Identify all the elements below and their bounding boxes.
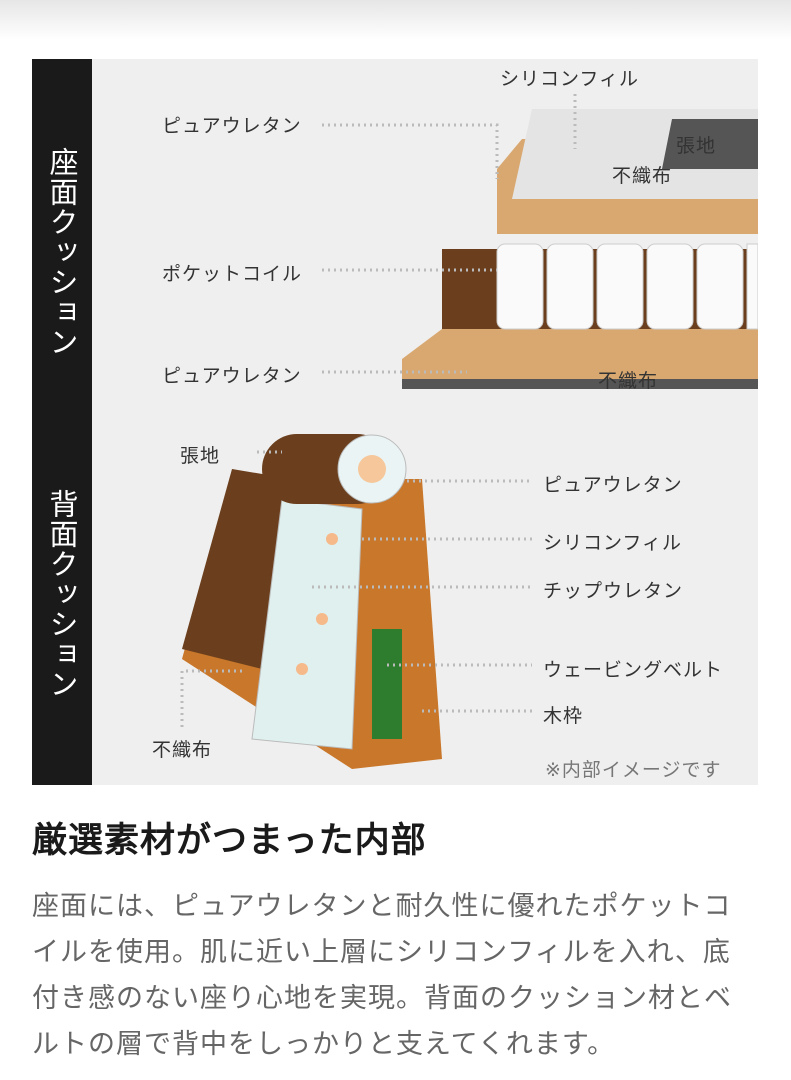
image-note: ※内部イメージです — [545, 759, 722, 781]
section-title: 厳選素材がつまった内部 — [32, 821, 427, 861]
back-upholstery — [182, 469, 292, 669]
cushion-illustration — [180, 94, 758, 769]
label-back-silicon-fill: シリコンフィル — [543, 532, 683, 554]
webbing-belt — [372, 629, 402, 739]
back-silicon-fill — [251, 498, 363, 750]
label-seat-silicon-fill: シリコンフィル — [500, 68, 640, 90]
header-shadow — [0, 0, 791, 40]
pocket-coils — [496, 243, 758, 330]
label-seat-nonwoven-bottom: 不織布 — [598, 370, 659, 392]
seat-bottom-nonwoven — [402, 379, 758, 389]
label-seat-pure-urethane-top: ピュアウレタン — [162, 115, 302, 137]
back-cushion-heading: 背面クッション — [45, 489, 79, 699]
label-webbing-belt: ウェービングベルト — [543, 659, 724, 681]
seat-upholstery-top — [662, 119, 758, 169]
leader-lines — [180, 94, 577, 727]
label-chip-urethane: チップウレタン — [543, 580, 684, 602]
diagram-sidebar: 座面クッション 背面クッション — [32, 59, 92, 785]
label-seat-pure-urethane-bottom: ピュアウレタン — [162, 365, 302, 387]
label-seat-upholstery: 張地 — [676, 135, 717, 157]
label-back-pure-urethane: ピュアウレタン — [543, 474, 683, 496]
label-pocket-coil: ポケットコイル — [162, 263, 303, 285]
label-back-upholstery: 張地 — [180, 445, 221, 467]
label-back-nonwoven: 不織布 — [152, 739, 213, 761]
cushion-structure-diagram: 座面クッション 背面クッション シリコンフィル ピュアウレタン 張地 不織布 ポ… — [32, 59, 758, 785]
section-body: 座面には、ピュアウレタンと耐久性に優れたポケットコイルを使用。肌に近い上層にシリ… — [32, 891, 732, 1060]
seat-cushion-heading: 座面クッション — [45, 147, 79, 357]
label-seat-nonwoven-top: 不織布 — [612, 165, 673, 187]
label-wood-frame: 木枠 — [543, 705, 584, 727]
seat-bottom-urethane — [402, 329, 758, 389]
